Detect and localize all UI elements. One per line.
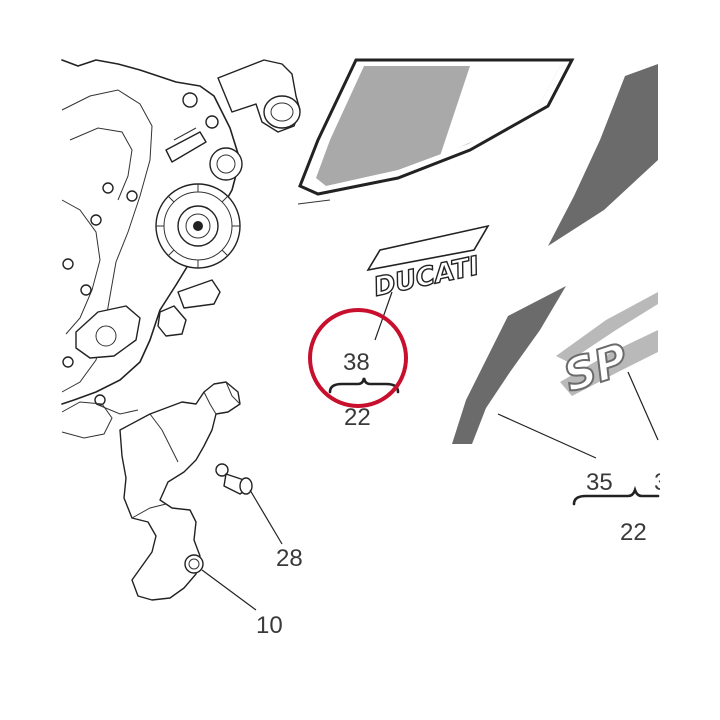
callout-28: 28 xyxy=(276,545,303,572)
fairing-illustration: DUCATI SP xyxy=(297,58,658,444)
sprocket-icon xyxy=(155,183,241,269)
bracket-part-10 xyxy=(119,381,241,601)
highlight-ring xyxy=(308,308,408,408)
group-brace-22-left xyxy=(328,377,400,394)
ducati-logo-decal: DUCATI xyxy=(366,224,490,304)
callout-35: 35 xyxy=(586,469,613,496)
callout-10: 10 xyxy=(256,612,283,639)
side-decal-upper xyxy=(548,64,658,246)
callout-22-right: 22 xyxy=(620,519,647,546)
crop-edge-mask xyxy=(660,0,720,720)
side-decal-lower xyxy=(452,286,566,444)
callout-22-left: 22 xyxy=(344,404,371,431)
callout-38: 38 xyxy=(343,349,370,376)
engine-illustration xyxy=(61,59,301,439)
sport-decal-band xyxy=(556,292,658,362)
sport-decal-text: SP xyxy=(558,334,635,402)
screw-part-28 xyxy=(223,473,253,495)
group-brace-22-right xyxy=(572,485,660,506)
